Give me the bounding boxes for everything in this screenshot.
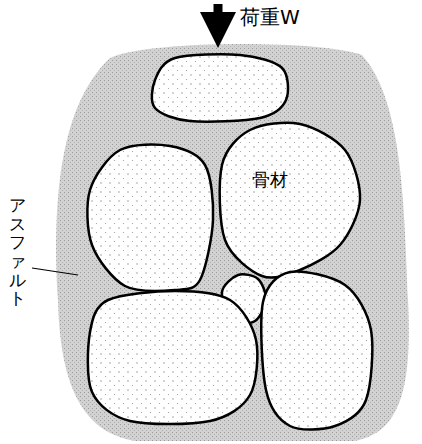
load-arrow <box>214 4 223 30</box>
asphalt-label: アスファルト <box>9 196 26 308</box>
load-label: 荷重W <box>240 4 300 31</box>
aggregate-particle <box>152 54 288 121</box>
aggregate-particle <box>87 145 213 291</box>
aggregate-label: 骨材 <box>252 168 288 192</box>
asphalt-binder <box>56 44 409 441</box>
aggregate-particle <box>88 291 257 424</box>
aggregate-particle <box>220 123 360 278</box>
aggregate-particle <box>261 271 372 429</box>
leader-line <box>32 268 78 275</box>
